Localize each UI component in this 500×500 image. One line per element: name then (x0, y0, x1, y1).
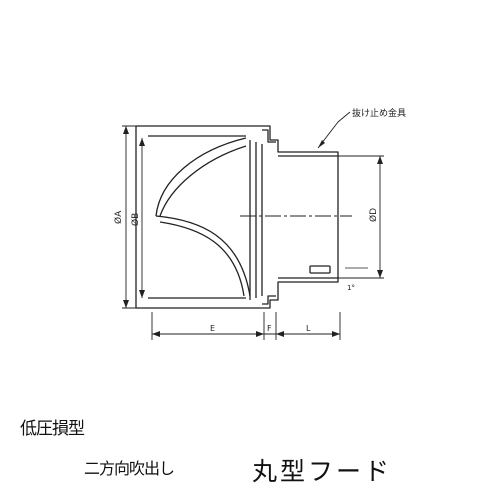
curved-vane-outer (155, 137, 247, 217)
arrow-phi-b-top (139, 138, 145, 146)
callout-label: 抜け止め金具 (352, 107, 406, 119)
arrow-phi-a-bottom (123, 300, 129, 308)
hood-front-wall (249, 140, 263, 300)
dim-label-f: F (267, 324, 272, 333)
caption-low-pressure-loss: 低圧損型 (20, 419, 85, 439)
duct-body (278, 155, 338, 279)
dim-label-phi-a: ØA (113, 210, 124, 224)
arrow-phi-b-bottom (139, 290, 145, 298)
arrow-phi-d-bottom (377, 270, 383, 278)
curved-vane-inner (159, 145, 247, 217)
arrow-e-left (152, 331, 160, 337)
dim-label-l: L (306, 324, 311, 333)
lower-vane-inner (159, 221, 245, 297)
arrow-l-left (276, 331, 284, 337)
arrow-phi-d-top (377, 156, 383, 164)
caption-title: 丸型フード (252, 457, 393, 486)
lower-vane-outer (155, 215, 251, 297)
dim-line-phi-a (122, 125, 136, 309)
arrow-l-right (332, 331, 340, 337)
caption-two-way-outlet: 二方向吹出し (84, 459, 175, 478)
arrow-callout (318, 140, 325, 148)
flange-step (262, 129, 276, 305)
arrow-e-right (256, 331, 264, 337)
hood-outline (135, 125, 339, 309)
dim-line-bottom (151, 312, 341, 340)
dim-label-e: E (210, 324, 215, 333)
technical-drawing: 抜け止め金具 ØA ØB ØD 1° E F L (113, 107, 406, 340)
arrow-phi-a-top (123, 126, 129, 134)
callout-leader (317, 111, 351, 149)
dim-line-small (345, 267, 368, 279)
retaining-slot (309, 265, 331, 274)
dim-label-phi-d: ØD (368, 208, 379, 222)
dim-label-phi-b: ØB (130, 213, 141, 226)
dim-label-small: 1° (347, 284, 355, 292)
